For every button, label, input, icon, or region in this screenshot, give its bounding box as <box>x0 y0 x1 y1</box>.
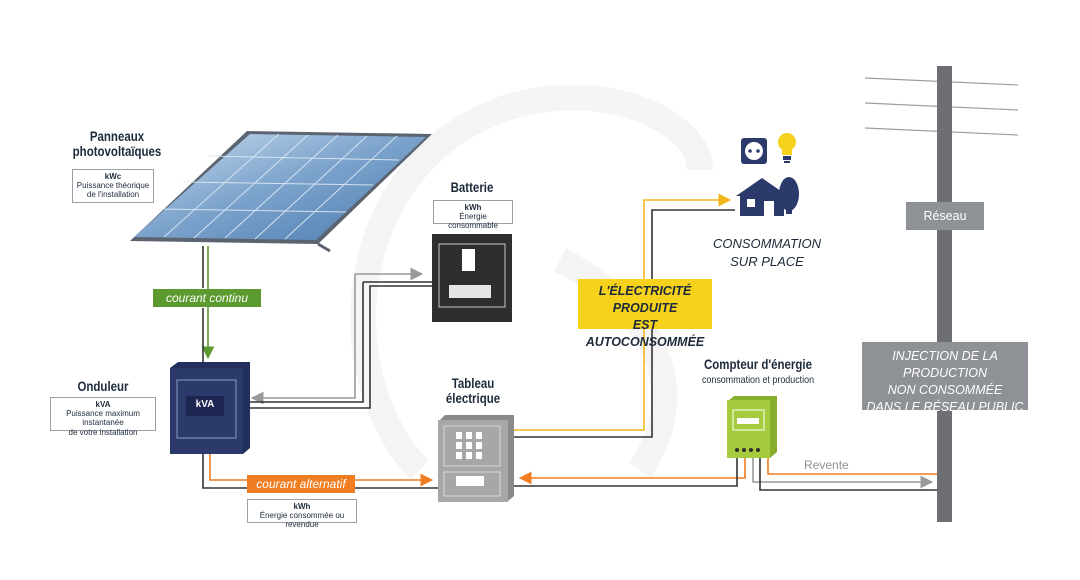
consumption-line2: SUR PLACE <box>730 253 804 269</box>
inverter-unit-label: kVA <box>95 400 111 409</box>
panels-info-box: kWc Puissance théorique de l'installatio… <box>72 169 154 203</box>
energy-info-box: kWh Énergie consommée ou revendue <box>247 499 357 529</box>
wire-inverter-board <box>202 454 438 489</box>
house-icon <box>736 177 799 216</box>
panels-title-line1: Panneaux <box>89 128 145 144</box>
light-bulb-icon <box>778 133 796 163</box>
wire-board-meter <box>514 458 746 487</box>
ac-current-label: courant alternatif <box>247 475 355 493</box>
panels-title: Panneaux photovoltaïques <box>72 128 162 160</box>
meter-subtitle: consommation et production <box>701 374 815 386</box>
wire-meter-grid <box>752 458 937 491</box>
utility-pole <box>937 66 952 522</box>
network-label: Réseau <box>906 202 984 230</box>
inverter-desc-line2: de votre installation <box>68 427 138 437</box>
wire-inverter-battery <box>250 267 432 409</box>
inverter-title: Onduleur <box>77 378 129 394</box>
energy-unit: kWh <box>293 502 311 511</box>
battery-unit <box>432 234 512 322</box>
electrical-board <box>438 415 514 502</box>
injection-line2: NON CONSOMMÉE <box>887 382 1003 397</box>
consumption-label: CONSOMMATION SUR PLACE <box>712 235 822 270</box>
panels-title-line2: photovoltaïques <box>72 143 162 160</box>
solar-panel <box>130 131 432 253</box>
socket-icon <box>741 138 767 164</box>
consumption-line1: CONSOMMATION <box>712 236 822 251</box>
self-consumed-line1: L'ÉLECTRICITÉ PRODUITE <box>598 284 692 315</box>
energy-desc: Énergie consommée ou revendue <box>259 511 345 530</box>
injection-line1: INJECTION DE LA PRODUCTION <box>892 349 998 380</box>
dc-current-label: courant continu <box>153 289 261 307</box>
self-consumed-label: L'ÉLECTRICITÉ PRODUITE EST AUTOCONSOMMÉE <box>578 279 712 349</box>
resale-label: Revente <box>804 458 849 472</box>
injection-line3: DANS LE RÉSEAU PUBLIC <box>866 399 1024 414</box>
battery-info-box: kWh Énergie consommable <box>433 200 513 230</box>
inverter-unit <box>170 362 250 454</box>
battery-unit-label: kWh <box>464 203 482 212</box>
board-title-line2: électrique <box>445 390 501 407</box>
meter-title: Compteur d'énergie <box>704 356 812 372</box>
inverter-screen-label: kVA <box>195 399 215 410</box>
battery-title: Batterie <box>450 179 494 195</box>
inverter-info-box: kVA Puissance maximum instantanée de vot… <box>50 397 156 437</box>
inverter-desc-line1: Puissance maximum instantanée <box>66 409 140 428</box>
panels-desc-line1: Puissance théorique <box>76 181 150 191</box>
panels-desc-line2: de l'installation <box>86 190 140 200</box>
panels-unit: kWc <box>104 172 122 181</box>
board-title-line1: Tableau <box>451 375 495 391</box>
board-title: Tableau électrique <box>436 375 510 407</box>
self-consumed-line2: EST AUTOCONSOMMÉE <box>585 317 705 349</box>
battery-desc: Énergie consommable <box>448 212 498 231</box>
energy-meter <box>727 396 777 458</box>
injection-label: INJECTION DE LA PRODUCTION NON CONSOMMÉE… <box>862 342 1028 414</box>
